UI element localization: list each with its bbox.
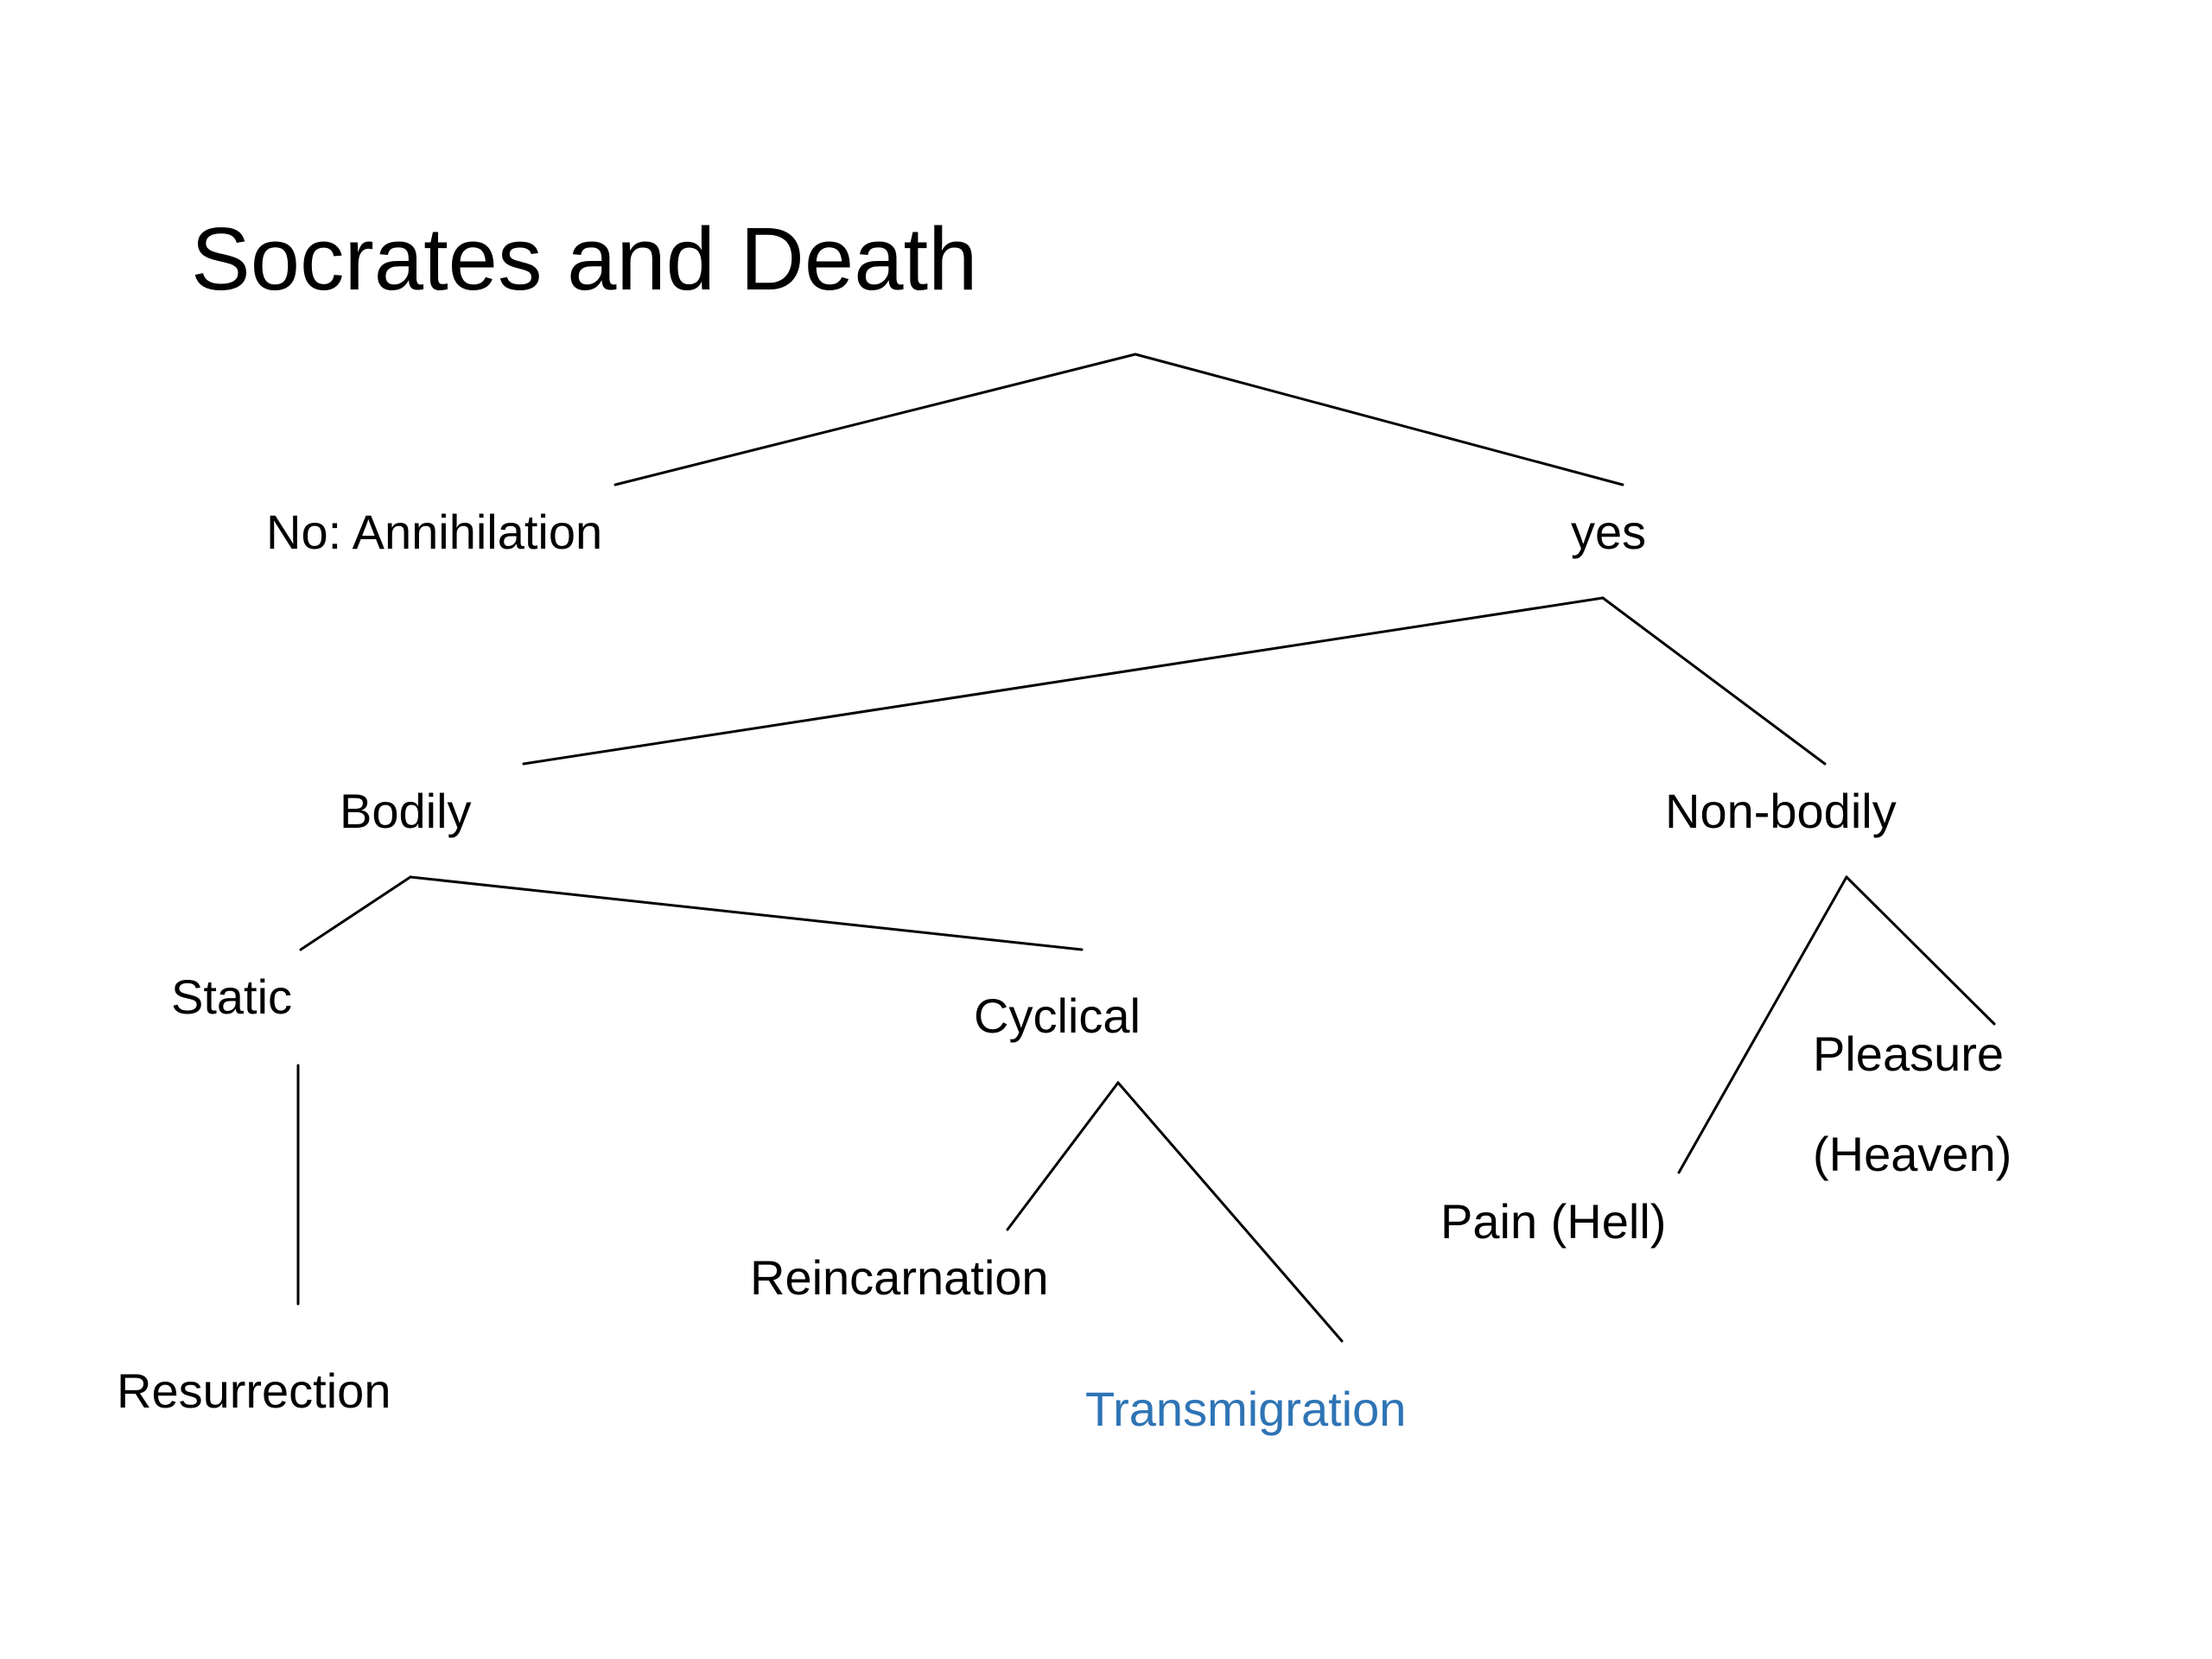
node-yes: yes [1571, 505, 1647, 559]
edge-yes-nonbodily [1601, 596, 1827, 766]
node-non-bodily: Non-bodily [1665, 784, 1897, 838]
edge-cyclical-transmigration [1116, 1081, 1344, 1343]
slide-title: Socrates and Death [191, 209, 978, 308]
edge-bodily-cyclical [409, 875, 1084, 951]
edge-cyclical-reincarnation [1006, 1081, 1120, 1231]
edge-bodily-static [299, 875, 412, 951]
node-heaven: (Heaven) [1813, 1127, 2012, 1181]
node-pain-hell: Pain (Hell) [1440, 1194, 1667, 1249]
node-pleasure: Pleasure [1813, 1027, 2005, 1081]
edge-root-yes [1134, 353, 1624, 486]
node-transmigration: Transmigration [1085, 1382, 1407, 1436]
node-no-annihilation: No: Annihilation [266, 505, 603, 559]
edge-nonbodily-pleasure [1845, 875, 1996, 1026]
node-static: Static [171, 969, 293, 1024]
node-cyclical: Cyclical [974, 988, 1141, 1043]
node-reincarnation: Reincarnation [750, 1250, 1049, 1305]
edge-root-no [613, 353, 1137, 486]
node-resurrection: Resurrection [117, 1363, 391, 1418]
edge-yes-bodily [522, 596, 1605, 766]
node-bodily: Bodily [340, 784, 472, 838]
edge-nonbodily-pain [1677, 875, 1848, 1174]
